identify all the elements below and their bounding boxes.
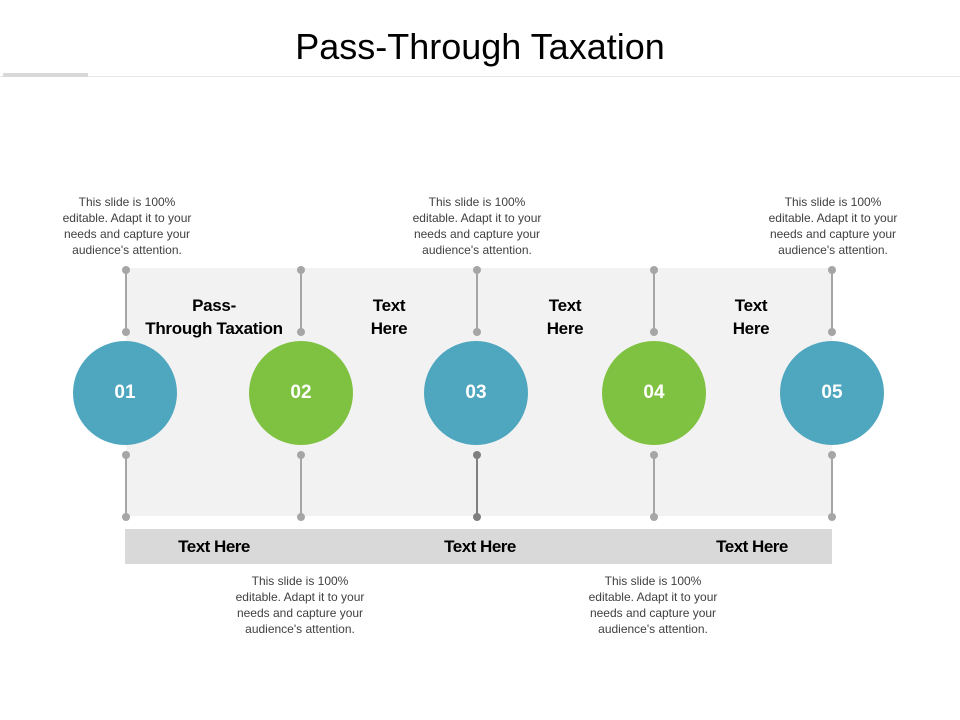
step-label-line: Here [732,319,770,338]
bottom-connector-line [831,455,833,517]
description-line: This slide is 100% [784,195,882,209]
bottom-description-02: This slide is 100% editable. Adapt it to… [220,573,380,637]
connector-dot [650,266,658,274]
description-line: This slide is 100% [78,195,176,209]
step-label-line: Pass- [192,296,236,315]
title-rule [0,76,960,77]
bottom-connector-line [476,455,478,517]
top-connector-line [476,270,478,332]
top-description-01: This slide is 100% editable. Adapt it to… [47,194,207,258]
description-line: audience's attention. [72,243,182,257]
top-connector-line [831,270,833,332]
step-label-line: Text [372,296,406,315]
bottom-connector-line [653,455,655,517]
connector-dot [473,266,481,274]
connector-dot [828,513,836,521]
top-connector-line [300,270,302,332]
step-label-line: Through Taxation [145,319,283,338]
connector-dot [297,266,305,274]
step-label-line: Here [546,319,584,338]
step-label-text-here: Text Here [299,294,479,340]
connector-dot [122,513,130,521]
connector-dot [122,266,130,274]
top-description-03: This slide is 100% editable. Adapt it to… [397,194,557,258]
bar-label: Text Here [444,537,516,556]
top-connector-line [125,270,127,332]
step-number: 02 [290,382,312,403]
description-line: audience's attention. [778,243,888,257]
bar-label: Text Here [178,537,250,556]
step-number: 01 [114,382,136,403]
step-circle-03: 03 [424,341,528,445]
step-label-text-here: Text Here [661,294,841,340]
step-label-pass-through-taxation: Pass- Through Taxation [124,294,304,340]
step-label-line: Text [548,296,582,315]
step-circle-01: 01 [73,341,177,445]
description-line: editable. Adapt it to your [235,590,365,604]
step-circle-05: 05 [780,341,884,445]
step-number: 03 [465,382,487,403]
description-line: editable. Adapt it to your [412,211,542,225]
step-label-line: Here [370,319,408,338]
step-circle-02: 02 [249,341,353,445]
bottom-connector-line [125,455,127,517]
step-circle-04: 04 [602,341,706,445]
connector-dot [297,451,305,459]
step-number: 05 [821,382,843,403]
bottom-connector-line [300,455,302,517]
title-accent [3,73,88,77]
step-label-text-here: Text Here [475,294,655,340]
description-line: audience's attention. [422,243,532,257]
description-line: editable. Adapt it to your [62,211,192,225]
connector-dot [650,513,658,521]
description-line: needs and capture your [413,227,541,241]
connector-dot [828,328,836,336]
connector-dot [473,328,481,336]
bottom-bar [125,529,832,564]
description-line: audience's attention. [598,622,708,636]
description-line: audience's attention. [245,622,355,636]
connector-dot [473,451,481,459]
description-line: needs and capture your [769,227,897,241]
connector-dot [650,451,658,459]
step-label-line: Text [734,296,768,315]
bottom-description-04: This slide is 100% editable. Adapt it to… [573,573,733,637]
slide-title: Pass-Through Taxation [295,26,665,67]
bar-label: Text Here [716,537,788,556]
description-line: This slide is 100% [428,195,526,209]
description-line: needs and capture your [589,606,717,620]
connector-dot [122,328,130,336]
description-line: This slide is 100% [604,574,702,588]
connector-dot [828,451,836,459]
connector-dot [297,513,305,521]
description-line: editable. Adapt it to your [588,590,718,604]
connector-dot [650,328,658,336]
step-number: 04 [643,382,665,403]
connector-dot [473,513,481,521]
connector-dot [297,328,305,336]
top-connector-line [653,270,655,332]
description-line: needs and capture your [63,227,191,241]
top-description-05: This slide is 100% editable. Adapt it to… [753,194,913,258]
description-line: needs and capture your [236,606,364,620]
connector-dot [122,451,130,459]
description-line: editable. Adapt it to your [768,211,898,225]
description-line: This slide is 100% [251,574,349,588]
connector-dot [828,266,836,274]
